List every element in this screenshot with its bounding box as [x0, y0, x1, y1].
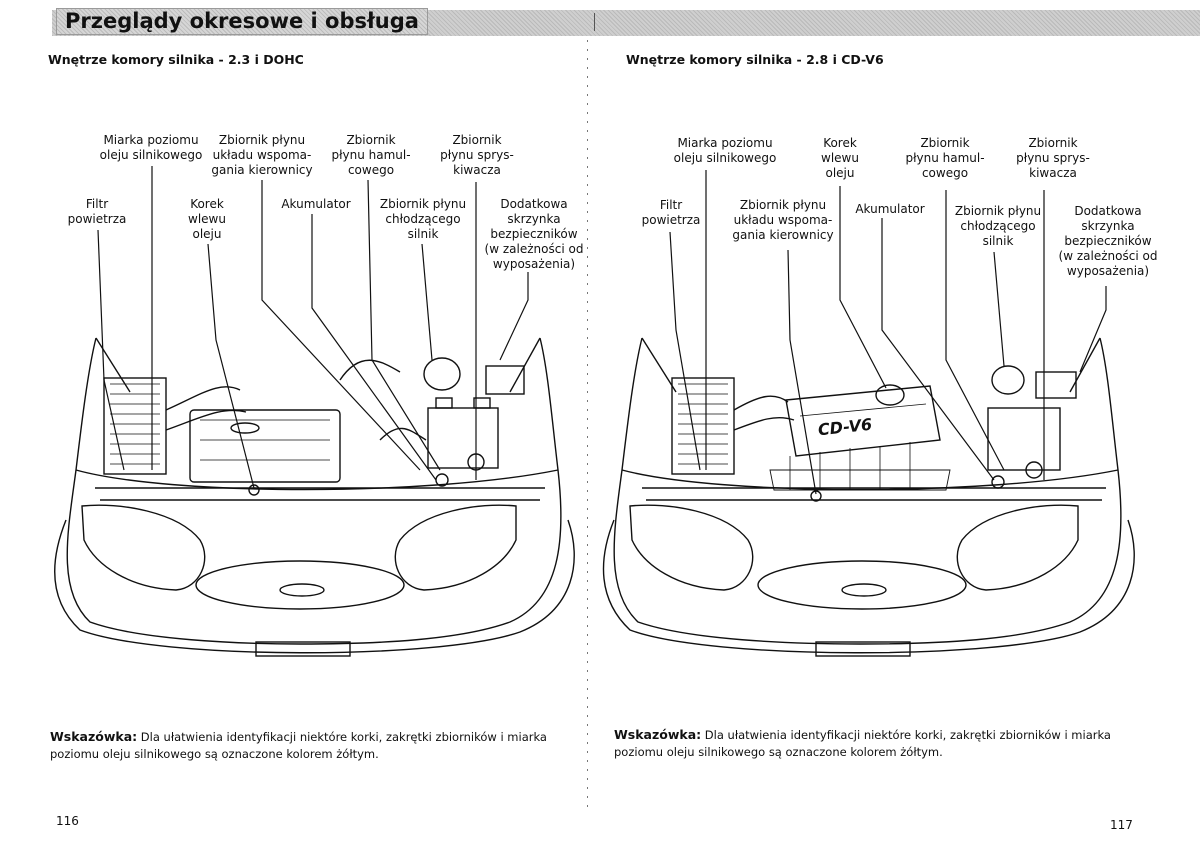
right-label-fuse-box: Dodatkowa skrzynka bezpieczników (w zale…: [1058, 204, 1158, 278]
right-note-text: Dla ułatwienia identyfikacji niektóre ko…: [614, 728, 1111, 759]
engine-badge-text: CD-V6: [817, 415, 873, 440]
right-label-brake-fluid-reservoir: Zbiornik płynu hamul- cowego: [905, 136, 985, 180]
left-label-brake-fluid-reservoir: Zbiornik płynu hamul- cowego: [331, 133, 411, 177]
right-label-power-steering-reservoir: Zbiornik płynu układu wspoma- gania kier…: [732, 198, 834, 242]
left-label-air-filter: Filtr powietrza: [67, 197, 127, 226]
left-label-power-steering-reservoir: Zbiornik płynu układu wspoma- gania kier…: [211, 133, 313, 177]
left-subtitle: Wnętrze komory silnika - 2.3 i DOHC: [48, 52, 304, 67]
left-label-coolant-reservoir: Zbiornik płynu chłodzącego silnik: [379, 197, 467, 241]
right-subtitle: Wnętrze komory silnika - 2.8 i CD-V6: [626, 52, 884, 67]
right-label-air-filter: Filtr powietrza: [641, 198, 701, 227]
right-note: Wskazówka: Dla ułatwienia identyfikacji …: [614, 726, 1154, 761]
left-note-label: Wskazówka:: [50, 729, 138, 744]
left-note: Wskazówka: Dla ułatwienia identyfikacji …: [50, 728, 580, 763]
left-label-dipstick: Miarka poziomu oleju silnikowego: [99, 133, 203, 162]
right-label-washer-reservoir: Zbiornik płynu sprys- kiwacza: [1016, 136, 1090, 180]
page-title: Przeglądy okresowe i obsługa: [56, 8, 428, 35]
left-page-number: 116: [56, 814, 79, 828]
left-label-battery: Akumulator: [281, 197, 351, 211]
left-label-washer-reservoir: Zbiornik płynu sprys- kiwacza: [440, 133, 514, 177]
right-engine-diagram: CD-V6: [602, 170, 1135, 657]
right-note-label: Wskazówka:: [614, 727, 702, 742]
left-engine-diagram: [54, 166, 575, 657]
header-divider: [594, 13, 595, 31]
right-page-number: 117: [1110, 818, 1133, 832]
left-label-fuse-box: Dodatkowa skrzynka bezpieczników (w zale…: [484, 197, 584, 271]
right-label-oil-filler-cap: Korek wlewu oleju: [821, 136, 859, 180]
left-label-oil-filler-cap: Korek wlewu oleju: [188, 197, 226, 241]
right-label-dipstick: Miarka poziomu oleju silnikowego: [673, 136, 777, 165]
left-note-text: Dla ułatwienia identyfikacji niektóre ko…: [50, 730, 547, 761]
page-fold: [587, 40, 588, 810]
right-label-battery: Akumulator: [855, 202, 925, 216]
right-label-coolant-reservoir: Zbiornik płynu chłodzącego silnik: [954, 204, 1042, 248]
